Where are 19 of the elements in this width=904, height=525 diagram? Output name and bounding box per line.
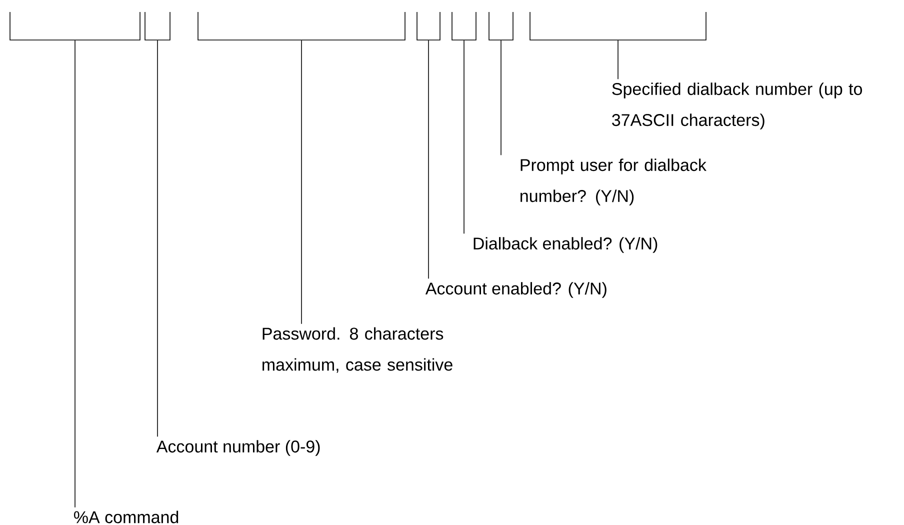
- bracket: [10, 12, 140, 40]
- callout-text: Specified dialback number (up to 37ASCII characters): [612, 82, 862, 130]
- leader-line: [74, 40, 76, 508]
- leader-line: [428, 40, 429, 280]
- callout-text: Prompt user for dialback number? (Y/N): [520, 158, 706, 206]
- bracket: [452, 12, 476, 40]
- leader-line: [157, 40, 158, 438]
- callout-text: Dialback enabled? (Y/N): [474, 237, 658, 253]
- callout-text: Password. 8 characters maximum, case sensitive: [262, 327, 452, 373]
- bracket: [144, 12, 170, 40]
- leader-line: [500, 40, 502, 156]
- callout-text: %A command: [74, 510, 178, 524]
- bracket: [198, 12, 406, 40]
- callout-text: Account number (0-9): [156, 440, 320, 456]
- bracket: [488, 12, 514, 40]
- leader-line: [301, 40, 302, 324]
- bracket: [416, 12, 440, 40]
- callout-text: Account enabled? (Y/N): [425, 282, 606, 298]
- bracket: [530, 12, 706, 40]
